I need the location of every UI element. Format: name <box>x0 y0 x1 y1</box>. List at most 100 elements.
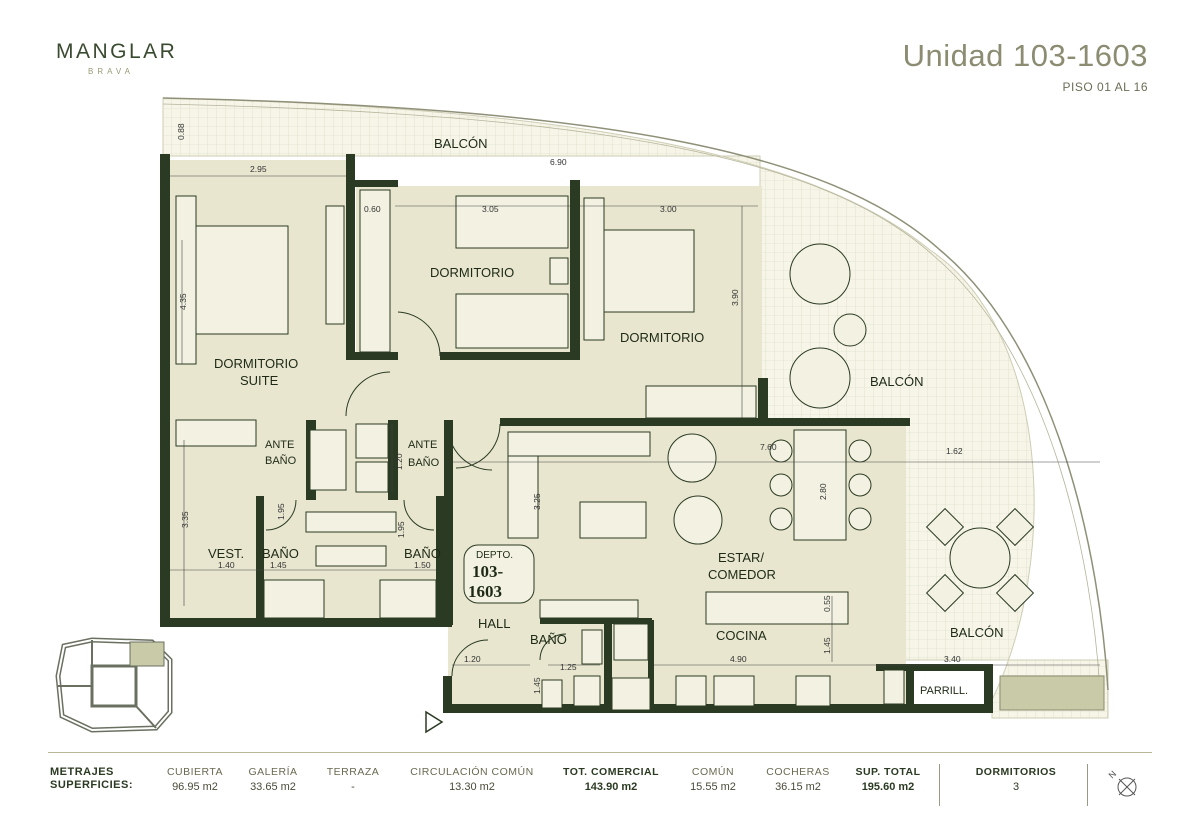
label-ante-bano-right-2: BAÑO <box>408 456 440 469</box>
dim-6-90: 6.90 <box>550 157 567 167</box>
dim-2-80: 2.80 <box>818 483 828 500</box>
label-depto-1: DEPTO. <box>476 550 513 561</box>
stat-tot-comercial: TOT. COMERCIAL 143.90 m2 <box>556 766 666 793</box>
hall-area <box>448 618 548 710</box>
label-bano-left: BAÑO <box>262 546 299 561</box>
label-ante-bano-left-1: ANTE <box>265 439 294 451</box>
dim-1-95b: 1.95 <box>396 521 406 538</box>
footer-separator <box>1087 764 1088 806</box>
label-depto-3: 1603 <box>468 582 502 601</box>
dim-3-00: 3.00 <box>660 204 677 214</box>
metrajes-line2: SUPERFICIES: <box>50 779 134 791</box>
dim-1-62: 1.62 <box>946 446 963 456</box>
stat-dormitorios: DORMITORIOS 3 <box>958 766 1074 793</box>
label-suite-1: DORMITORIO <box>214 356 298 371</box>
dim-1-40: 1.40 <box>218 560 235 570</box>
dim-1-20b: 1.20 <box>464 654 481 664</box>
dim-1-25: 1.25 <box>560 662 577 672</box>
brand-subname: BRAVA <box>88 67 134 76</box>
corridor <box>352 356 650 422</box>
label-balcon-bottom: BALCÓN <box>950 625 1003 640</box>
dim-3-90: 3.90 <box>730 289 740 306</box>
brand-logo: MANGLAR BRAVA <box>56 40 178 76</box>
stat-label: SUP. TOTAL <box>855 766 921 778</box>
footer-divider <box>48 752 1152 753</box>
stat-label: TERRAZA <box>326 766 380 778</box>
unit-title: Unidad 103-1603 <box>902 38 1148 73</box>
area-summary: METRAJES SUPERFICIES: CUBIERTA 96.95 m2 … <box>50 766 1160 806</box>
stat-label: DORMITORIOS <box>975 766 1057 778</box>
dim-3-35: 3.35 <box>180 511 190 528</box>
footer-separator <box>939 764 940 806</box>
stat-label: TOT. COMERCIAL <box>562 766 660 778</box>
label-ante-bano-left-2: BAÑO <box>265 454 297 467</box>
stat-value: 13.30 m2 <box>449 781 495 793</box>
stat-cocheras: COCHERAS 36.15 m2 <box>758 766 838 793</box>
dim-7-60: 7.60 <box>760 442 777 452</box>
label-dormitorio-right: DORMITORIO <box>620 330 704 345</box>
stat-value: 15.55 m2 <box>690 781 736 793</box>
floor-plan: BALCÓN DORMITORIO DORMITORIO DORMITORIO … <box>55 97 1109 734</box>
label-hall: HALL <box>478 616 511 631</box>
label-bano-hall: BAÑO <box>530 632 567 647</box>
dim-0-88: 0.88 <box>176 123 186 140</box>
stat-value: 143.90 m2 <box>584 781 638 793</box>
dim-0-60: 0.60 <box>364 204 381 214</box>
furniture <box>175 189 1035 711</box>
dim-4-90: 4.90 <box>730 654 747 664</box>
dim-1-50: 1.50 <box>414 560 431 570</box>
label-cocina: COCINA <box>716 628 767 643</box>
balcony-curve-inner <box>162 103 1101 691</box>
dim-2-95: 2.95 <box>250 164 267 174</box>
stat-label: CUBIERTA <box>166 766 224 778</box>
balcony-curve <box>162 97 1109 691</box>
stat-label: COMÚN <box>691 766 735 778</box>
label-bano-right: BAÑO <box>404 546 441 561</box>
dim-3-25: 3.25 <box>532 493 542 510</box>
brand-name: MANGLAR <box>56 40 178 63</box>
compass-letter: N <box>1107 769 1119 781</box>
stat-circulacion: CIRCULACIÓN COMÚN 13.30 m2 <box>402 766 542 793</box>
planter <box>999 675 1105 711</box>
key-plan <box>55 637 173 733</box>
label-parrill: PARRILL. <box>920 685 968 697</box>
stat-label: CIRCULACIÓN COMÚN <box>410 766 534 778</box>
dimension-lines <box>170 175 1100 666</box>
stat-value: - <box>351 781 355 793</box>
dim-3-05: 3.05 <box>482 204 499 214</box>
stat-comun: COMÚN 15.55 m2 <box>680 766 746 793</box>
metrajes-line1: METRAJES <box>50 766 114 778</box>
dim-1-45a: 1.45 <box>270 560 287 570</box>
label-suite-2: SUITE <box>240 373 279 388</box>
unit-header: Unidad 103-1603 PISO 01 AL 16 <box>903 38 1148 94</box>
label-balcon-right: BALCÓN <box>870 374 923 389</box>
label-vest: VEST. <box>208 546 244 561</box>
stat-label: GALERÍA <box>248 766 298 778</box>
stat-value: 195.60 m2 <box>861 781 915 793</box>
stat-label: COCHERAS <box>766 766 830 778</box>
unit-floors: PISO 01 AL 16 <box>1062 80 1148 94</box>
label-ante-bano-right-1: ANTE <box>408 439 437 451</box>
door-swings <box>265 311 567 677</box>
metrajes-label: METRAJES SUPERFICIES: <box>50 766 133 792</box>
dim-1-20a: 1.20 <box>394 453 404 470</box>
entrance-arrow-icon <box>425 710 444 734</box>
dim-4-35: 4.35 <box>178 293 188 310</box>
stat-sup-total: SUP. TOTAL 195.60 m2 <box>846 766 930 793</box>
label-estar-2: COMEDOR <box>708 567 776 582</box>
stat-value: 36.15 m2 <box>775 781 821 793</box>
label-depto-2: 103- <box>472 562 504 581</box>
dim-1-45c: 1.45 <box>532 677 542 694</box>
stat-value: 33.65 m2 <box>250 781 296 793</box>
dim-0-55: 0.55 <box>822 595 832 612</box>
label-balcon-top: BALCÓN <box>434 136 487 151</box>
dim-1-95a: 1.95 <box>276 503 286 520</box>
stat-terraza: TERRAZA - <box>320 766 386 793</box>
stat-value: 3 <box>1012 781 1020 793</box>
stat-cubierta: CUBIERTA 96.95 m2 <box>162 766 228 793</box>
label-dormitorio-center: DORMITORIO <box>430 265 514 280</box>
walls <box>160 154 993 713</box>
dim-3-40: 3.40 <box>944 654 961 664</box>
label-estar-1: ESTAR/ <box>718 550 764 565</box>
north-compass-icon: N <box>1107 769 1137 797</box>
